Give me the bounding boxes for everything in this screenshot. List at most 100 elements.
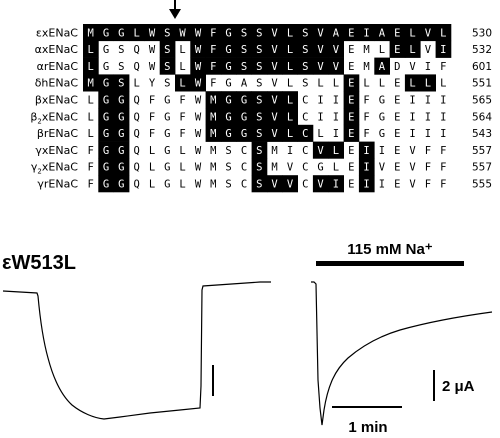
residue: S	[118, 61, 124, 73]
residue-shade	[328, 175, 344, 193]
residue: W	[149, 27, 156, 39]
residue: A	[241, 78, 248, 90]
residue-position-number: 564	[472, 111, 492, 123]
residue: S	[256, 145, 262, 157]
residue-shade	[83, 40, 99, 58]
residue: G	[118, 179, 124, 191]
residue: W	[195, 78, 202, 90]
residue: E	[348, 95, 354, 107]
residue-shade	[328, 24, 344, 42]
residue-shade	[175, 24, 191, 42]
residue: I	[363, 162, 369, 174]
residue-shade	[236, 24, 252, 42]
residue: G	[164, 95, 170, 107]
residue: S	[241, 44, 247, 56]
residue-shade	[205, 91, 222, 109]
residue: G	[103, 162, 109, 174]
residue: I	[379, 145, 385, 157]
residue-shade	[312, 40, 329, 58]
residue-shade	[98, 91, 114, 109]
residue: L	[179, 61, 185, 73]
residue: L	[379, 78, 385, 90]
residue-shade	[113, 91, 130, 109]
residue-shade	[221, 24, 237, 42]
residue: E	[394, 179, 400, 191]
residue-shade	[343, 108, 360, 126]
residue-shade	[113, 158, 130, 176]
residue-shade	[98, 158, 114, 176]
residue: C	[302, 111, 308, 123]
residue: I	[440, 95, 446, 107]
residue-shade	[159, 57, 176, 75]
residue: S	[241, 27, 247, 39]
residue: I	[363, 27, 369, 39]
residue-shade	[190, 24, 206, 42]
residue: I	[363, 145, 369, 157]
residue: M	[210, 128, 216, 140]
residue: I	[425, 128, 431, 140]
residue: F	[179, 111, 185, 123]
alignment-row-label: γxENaC	[35, 144, 78, 157]
residue-shade	[343, 124, 360, 142]
residue: W	[195, 145, 202, 157]
residue: E	[348, 128, 354, 140]
residue: I	[440, 44, 446, 56]
residue: S	[256, 61, 262, 73]
residue: I	[333, 111, 339, 123]
residue-shade	[159, 40, 176, 58]
residue: E	[394, 78, 400, 90]
residue-shade	[98, 141, 114, 159]
residue: L	[287, 78, 293, 90]
residue-position-number: 555	[472, 178, 492, 190]
residue: L	[88, 61, 94, 73]
residue-shade	[159, 24, 176, 42]
residue: G	[241, 111, 247, 123]
residue: S	[164, 27, 170, 39]
residue: L	[287, 111, 293, 123]
residue: L	[317, 78, 323, 90]
residue: L	[409, 78, 415, 90]
alignment-row-label: βxENaC	[35, 93, 78, 106]
residue: F	[425, 145, 431, 157]
residue: V	[333, 44, 340, 56]
residue: G	[241, 95, 247, 107]
residue: C	[302, 162, 308, 174]
alignment-row-label: εxENaC	[36, 26, 78, 39]
residue: E	[348, 179, 354, 191]
residue: E	[394, 111, 400, 123]
residue: C	[241, 162, 247, 174]
residue-shade	[221, 40, 237, 58]
residue: I	[333, 179, 339, 191]
residue-shade	[343, 91, 360, 109]
residue: M	[363, 44, 369, 56]
residue: V	[271, 27, 278, 39]
residue: F	[440, 61, 446, 73]
residue-shade	[282, 40, 298, 58]
residue: L	[88, 111, 94, 123]
residue: V	[287, 162, 294, 174]
residue-shade	[251, 175, 268, 193]
residue-shade	[236, 40, 252, 58]
residue-shade	[267, 91, 283, 109]
residue-shade	[312, 57, 329, 75]
residue-shade	[205, 24, 222, 42]
residue: F	[149, 95, 155, 107]
residue: S	[256, 27, 262, 39]
residue-shade	[267, 24, 283, 42]
residue: L	[179, 78, 185, 90]
residue-shade	[282, 175, 298, 193]
residue: G	[164, 128, 170, 140]
residue: G	[118, 162, 124, 174]
residue-position-number: 532	[472, 44, 492, 56]
residue-shade	[343, 74, 360, 92]
residue: V	[271, 61, 278, 73]
residue: W	[195, 128, 202, 140]
residue: F	[425, 179, 431, 191]
residue: S	[256, 44, 262, 56]
residue: E	[348, 78, 354, 90]
residue: M	[271, 162, 277, 174]
residue-shade	[98, 108, 114, 126]
residue-shade	[83, 74, 99, 92]
residue-shade	[221, 57, 237, 75]
residue: Q	[134, 111, 140, 123]
